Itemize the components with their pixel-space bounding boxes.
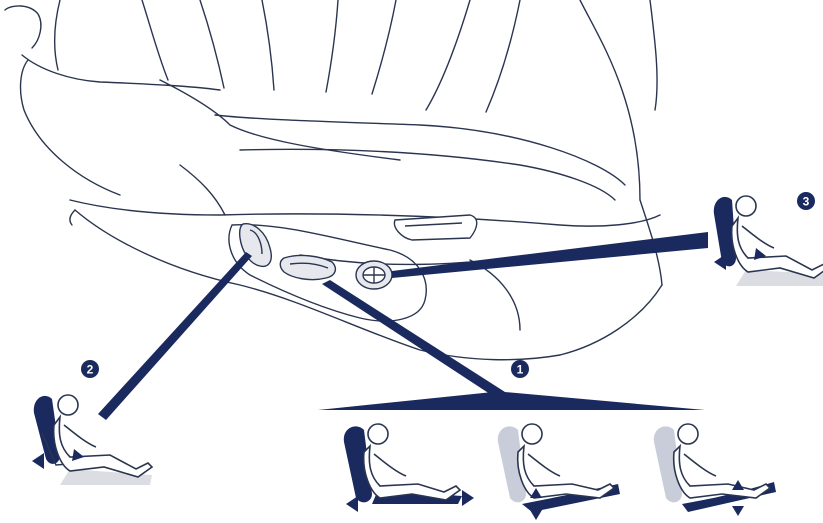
arrow-right-icon <box>462 490 474 506</box>
arrow-left-icon <box>32 453 44 469</box>
backrest-right-edge-inner <box>650 0 657 110</box>
side-panel-top <box>70 200 660 226</box>
backrest-outer-edge <box>55 0 60 70</box>
pictogram-cushion-tilt <box>498 424 620 520</box>
backrest-rib-6 <box>426 0 470 110</box>
arrow-down-icon <box>530 510 542 520</box>
arrow-left-icon <box>346 496 358 512</box>
backrest-rib-3 <box>262 0 274 90</box>
pictogram-backrest-tilt <box>32 395 152 485</box>
cushion-inner-seam <box>240 149 615 200</box>
person-body <box>364 446 460 500</box>
callout-1-label: 1 <box>517 363 524 377</box>
backrest-right-edge <box>580 0 640 200</box>
arrow-down-icon <box>732 506 744 516</box>
person-head <box>58 395 78 415</box>
backrest-top-edge <box>5 6 41 48</box>
person-body <box>674 446 770 498</box>
backrest-rib-2 <box>200 0 224 88</box>
side-panel-upper-curve <box>180 165 225 215</box>
person-head <box>736 196 756 216</box>
backrest-rib-5 <box>372 0 396 94</box>
person-body <box>732 218 823 278</box>
side-panel-bottom <box>70 210 75 225</box>
person-head <box>678 424 698 444</box>
person-head <box>368 424 388 444</box>
side-panel-rear <box>560 285 662 355</box>
cushion-top-left <box>22 55 220 90</box>
backrest-rib-1 <box>142 0 168 80</box>
pictogram-fore-aft <box>344 424 474 512</box>
leader-1 <box>322 280 505 396</box>
person-head <box>522 424 542 444</box>
leader-2 <box>98 252 252 420</box>
seat-side-handle <box>394 215 476 240</box>
lumbar-rotary-knob[interactable] <box>356 261 392 289</box>
pictogram-height <box>654 424 776 516</box>
person-body <box>518 446 614 498</box>
callout-2: 2 <box>81 360 99 378</box>
backrest-rib-7 <box>486 0 520 112</box>
callout-3: 3 <box>797 192 815 210</box>
backrest-rib-4 <box>326 0 338 92</box>
callout-2-label: 2 <box>87 363 94 377</box>
callout-3-label: 3 <box>803 195 810 209</box>
callout-1: 1 <box>511 360 529 378</box>
arrow-left-icon <box>714 254 726 270</box>
side-panel-rear-curve <box>470 260 520 330</box>
backrest-side-bolster <box>21 60 120 195</box>
leader-lines <box>98 232 708 420</box>
seat-illustration <box>5 0 662 360</box>
leader-1-fan <box>318 392 705 410</box>
seat-controls <box>240 215 477 289</box>
person-body <box>54 417 152 477</box>
side-panel-lower <box>75 210 560 360</box>
